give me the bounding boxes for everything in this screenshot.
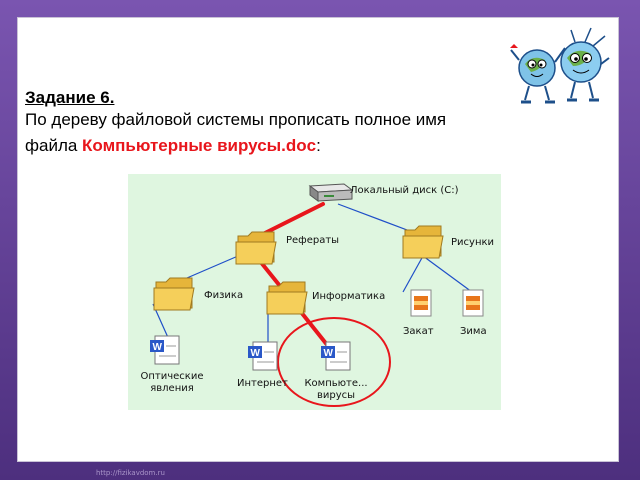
image-file-icon-zakat (410, 289, 432, 317)
label-viruses-line-1: Компьюте... (304, 378, 368, 389)
label-root-drive: Локальный диск (C:) (350, 185, 459, 196)
folder-icon-fizika (153, 277, 195, 311)
file-tree-graphic: W W W (150, 183, 484, 407)
label-zima: Зима (460, 326, 487, 337)
svg-text:W: W (251, 348, 261, 359)
folder-icon-referaty (235, 231, 277, 265)
svg-text:W: W (324, 348, 334, 359)
label-viruses-line-2: вирусы (316, 390, 356, 401)
task-text-suffix: : (316, 136, 321, 155)
image-file-icon-zima (462, 289, 484, 317)
tree-connectors (152, 203, 473, 344)
label-computer-viruses: Компьюте... вирусы (298, 378, 374, 402)
word-document-icon-optical: W (150, 335, 180, 365)
word-document-icon-viruses: W (321, 341, 351, 371)
task-text-prefix: файла (25, 136, 83, 155)
folder-icon-informatika (266, 281, 308, 315)
task-text-line-2: файла Компьютерные вирусы.doc: (25, 136, 321, 156)
folder-icon-risunki (402, 225, 444, 259)
label-internet: Интернет (237, 378, 288, 389)
label-optical-line-1: Оптические (140, 371, 204, 382)
label-referaty: Рефераты (286, 235, 340, 246)
hard-drive-icon (308, 183, 354, 202)
label-informatika: Информатика (312, 291, 386, 302)
label-zakat: Закат (403, 326, 434, 337)
svg-text:W: W (153, 342, 163, 353)
task-title: Задание 6. (25, 88, 115, 107)
task-text-line-1: По дереву файловой системы прописать пол… (25, 110, 447, 129)
footer-url: http://fizikavdom.ru (96, 469, 165, 477)
label-optical-line-2: явления (150, 383, 194, 394)
highlighted-path (249, 202, 330, 348)
highlighted-filename: Компьютерные вирусы.doc (82, 136, 317, 155)
label-risunki: Рисунки (451, 237, 495, 248)
word-document-icon-internet: W (248, 341, 278, 371)
globe-mascots-icon (510, 27, 610, 104)
highlight-circle (277, 317, 391, 407)
label-fizika: Физика (204, 290, 244, 301)
label-optical-phenomena: Оптические явления (134, 371, 210, 395)
file-tree-diagram: W W W Локальный диск (C:) Рефераты Рисун… (128, 174, 501, 410)
